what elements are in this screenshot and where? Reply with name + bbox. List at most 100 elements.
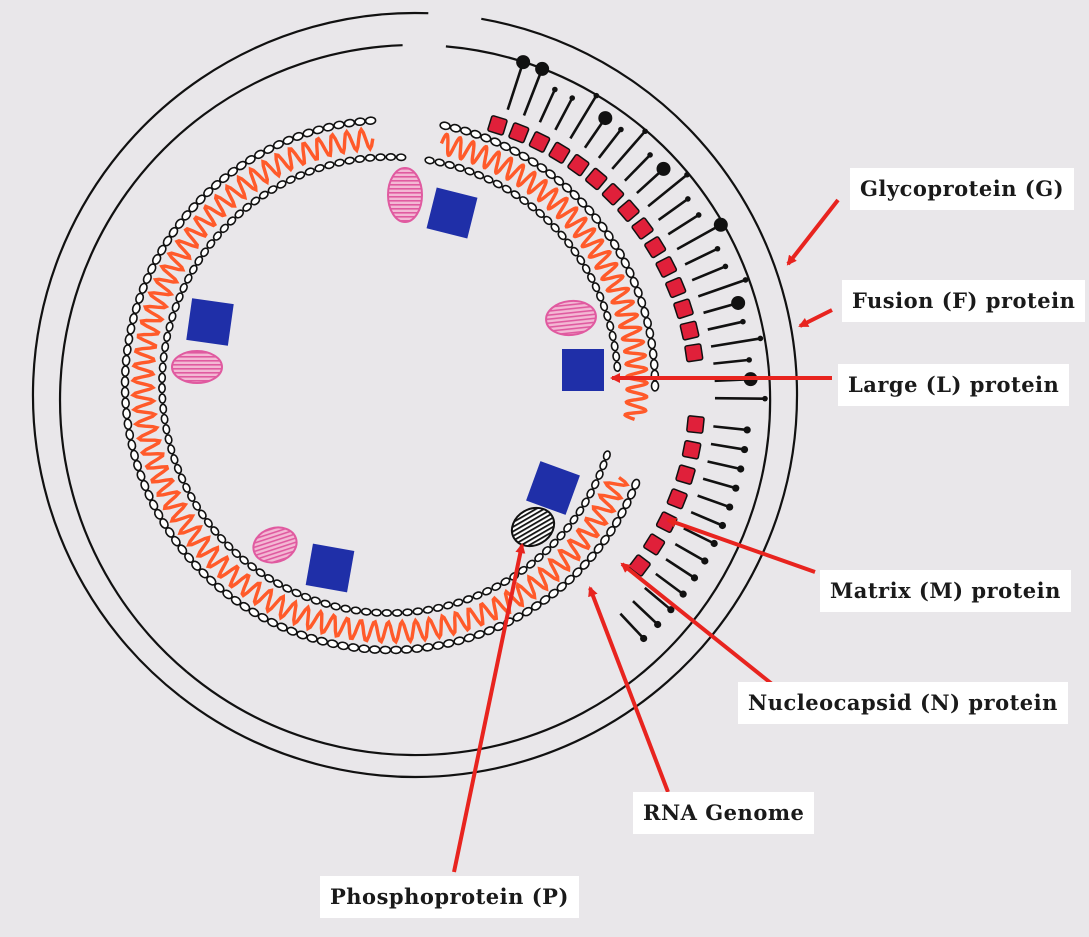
inner-envelope-arc — [187, 46, 770, 755]
nucleocapsid-bead — [386, 154, 395, 160]
nucleocapsid-bead — [640, 307, 649, 319]
phosphoprotein-label-text: Phosphoprotein (P) — [330, 884, 569, 909]
phosphoprotein-oval-icon — [249, 522, 301, 568]
nucleocapsid-bead — [454, 164, 464, 173]
matrix-protein-label-text: Matrix (M) protein — [830, 578, 1061, 603]
nucleocapsid-bead — [463, 595, 474, 604]
nucleocapsid-bead — [382, 610, 391, 616]
nucleocapsid-bead — [650, 359, 658, 370]
nucleocapsid-protein-label: Nucleocapsid (N) protein — [738, 682, 1068, 724]
envelope-spike — [711, 444, 745, 450]
envelope-spike — [715, 398, 765, 399]
nucleocapsid-bead — [460, 126, 472, 136]
glycoprotein-head-icon — [731, 296, 745, 310]
nucleocapsid-bead — [334, 159, 344, 167]
fusion-protein-head-icon — [684, 172, 690, 178]
matrix-protein-square-icon — [644, 236, 666, 258]
nucleocapsid-bead — [285, 175, 296, 185]
nucleocapsid-bead — [606, 321, 614, 331]
nucleocapsid-bead — [580, 497, 590, 508]
nucleocapsid-bead — [649, 349, 657, 360]
nucleocapsid-bead — [403, 609, 412, 616]
fusion-protein-head-icon — [654, 621, 661, 628]
nucleocapsid-bead — [376, 154, 385, 161]
nucleocapsid-bead — [276, 180, 287, 190]
nucleocapsid-bead — [473, 630, 485, 640]
nucleocapsid-bead — [132, 303, 142, 315]
nucleocapsid-bead — [160, 352, 167, 362]
nucleocapsid-bead — [611, 341, 619, 351]
envelope-spike — [659, 199, 688, 220]
glycoprotein-head-icon — [535, 62, 549, 76]
envelope-spike — [633, 601, 658, 624]
nucleocapsid-bead — [595, 469, 604, 480]
nucleocapsid-bead — [125, 334, 134, 345]
large-protein-square-icon — [427, 188, 478, 239]
matrix-protein-square-icon — [487, 115, 507, 135]
phosphoprotein-oval-icon — [388, 168, 422, 222]
fusion-protein-head-icon — [719, 522, 726, 529]
nucleocapsid-bead — [491, 582, 502, 592]
nucleocapsid-bead — [123, 345, 131, 356]
glycoprotein-label: Glycoprotein (G) — [850, 168, 1074, 210]
nucleocapsid-bead — [372, 609, 381, 616]
nucleocapsid-bead — [159, 394, 166, 403]
nucleocapsid-bead — [345, 157, 355, 165]
nucleocapsid-bead — [433, 641, 444, 650]
nucleocapsid-bead — [483, 626, 495, 636]
fusion-protein-head-icon — [744, 426, 751, 433]
large-protein-square-icon — [526, 461, 580, 515]
envelope-spike — [668, 215, 698, 234]
rna-genome-label: RNA Genome — [633, 792, 814, 834]
nucleocapsid-bead — [453, 636, 464, 645]
fusion-protein-head-icon — [594, 93, 600, 99]
nucleocapsid-bead — [344, 119, 355, 127]
nucleocapsid-bead — [581, 263, 591, 274]
nucleocapsid-bead — [453, 598, 463, 607]
fusion-protein-head-icon — [680, 591, 687, 598]
matrix-protein-square-icon — [676, 465, 696, 485]
matrix-protein-square-icon — [567, 154, 589, 176]
nucleocapsid-bead — [380, 646, 390, 653]
nucleocapsid-bead — [591, 282, 601, 293]
nucleocapsid-bead — [159, 363, 166, 372]
nucleocapsid-protein-label-text: Nucleocapsid (N) protein — [748, 690, 1058, 715]
nucleocapsid-bead — [435, 158, 445, 166]
nucleocapsid-bead — [159, 384, 165, 393]
fusion-protein-head-icon — [647, 152, 653, 158]
matrix-protein-square-icon — [665, 277, 686, 298]
fusion-protein-head-icon — [552, 87, 558, 93]
nucleocapsid-bead — [304, 167, 315, 176]
nucleocapsid-bead — [609, 331, 617, 341]
nucleocapsid-bead — [631, 478, 641, 490]
pointer-arrow — [788, 200, 838, 264]
large-protein-label: Large (L) protein — [838, 364, 1069, 406]
nucleocapsid-bead — [282, 584, 293, 594]
nucleocapsid-bead — [425, 157, 435, 165]
nucleocapsid-bead — [161, 414, 169, 424]
nucleocapsid-bead — [629, 276, 639, 288]
nucleocapsid-bead — [596, 291, 605, 302]
envelope-spike — [691, 512, 722, 525]
nucleocapsid-bead — [179, 283, 189, 294]
fusion-protein-head-icon — [746, 357, 752, 363]
glycoprotein-label-text: Glycoprotein (G) — [860, 176, 1064, 201]
nucleocapsid-bead — [370, 646, 380, 654]
nucleocapsid-bead — [121, 377, 128, 387]
nucleocapsid-bead — [124, 419, 132, 430]
nucleocapsid-bead — [292, 131, 304, 141]
nucleocapsid-bead — [391, 646, 401, 653]
fusion-protein-head-icon — [711, 540, 718, 547]
nucleocapsid-bead — [136, 470, 146, 482]
nucleocapsid-bead — [463, 633, 475, 643]
nucleocapsid-bead — [348, 643, 359, 651]
pointer-arrow — [668, 520, 815, 572]
nucleocapsid-bead — [177, 473, 186, 484]
glycoprotein-head-icon — [714, 218, 728, 232]
nucleocapsid-bead — [361, 608, 371, 615]
matrix-protein-square-icon — [680, 321, 699, 340]
nucleocapsid-bead — [125, 429, 134, 440]
nucleocapsid-bead — [330, 602, 340, 610]
